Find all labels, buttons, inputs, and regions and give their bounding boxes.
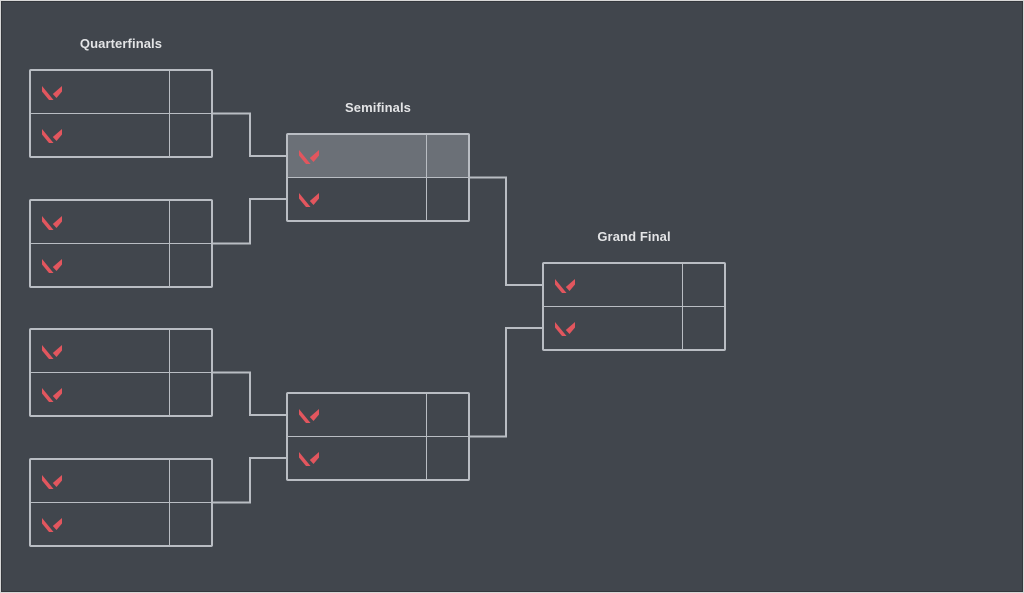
score-cell	[169, 503, 211, 545]
bracket-connector-line	[470, 176, 542, 286]
quarterfinals-match-1[interactable]	[29, 69, 213, 158]
quarterfinals-match-2[interactable]	[29, 199, 213, 288]
team-cell	[31, 71, 169, 113]
team-slot[interactable]	[288, 178, 468, 220]
semifinals-match-2[interactable]	[286, 392, 470, 481]
team-slot[interactable]	[31, 373, 211, 415]
team-slot[interactable]	[31, 503, 211, 545]
valorant-v-logo-icon	[299, 150, 319, 164]
valorant-v-logo-icon	[42, 388, 62, 402]
semifinals-title: Semifinals	[344, 100, 412, 115]
score-cell	[169, 330, 211, 372]
score-cell	[426, 135, 468, 177]
valorant-v-logo-icon	[42, 345, 62, 359]
team-slot[interactable]	[31, 244, 211, 286]
team-cell	[31, 330, 169, 372]
team-slot[interactable]	[288, 394, 468, 437]
team-cell	[288, 135, 426, 177]
team-slot[interactable]	[31, 460, 211, 503]
grand-final-title: Grand Final	[597, 229, 671, 244]
grand-final-match-1[interactable]	[542, 262, 726, 351]
team-cell	[288, 437, 426, 479]
score-cell	[682, 264, 724, 306]
team-slot[interactable]	[31, 114, 211, 156]
team-cell	[31, 114, 169, 156]
team-cell	[31, 460, 169, 502]
score-cell	[169, 114, 211, 156]
valorant-v-logo-icon	[42, 216, 62, 230]
valorant-v-logo-icon	[42, 259, 62, 273]
semifinals-match-1[interactable]	[286, 133, 470, 222]
bracket-connector-line	[470, 327, 542, 438]
team-slot[interactable]	[544, 307, 724, 349]
team-cell	[31, 244, 169, 286]
valorant-v-logo-icon	[42, 475, 62, 489]
team-cell	[544, 264, 682, 306]
bracket-connector-line	[213, 112, 286, 157]
quarterfinals-match-3[interactable]	[29, 328, 213, 417]
quarterfinals-title: Quarterfinals	[79, 36, 163, 51]
score-cell	[682, 307, 724, 349]
team-slot[interactable]	[544, 264, 724, 307]
valorant-v-logo-icon	[42, 86, 62, 100]
team-cell	[31, 503, 169, 545]
team-cell	[288, 178, 426, 220]
score-cell	[426, 178, 468, 220]
score-cell	[426, 437, 468, 479]
score-cell	[169, 460, 211, 502]
bracket-connector-line	[213, 371, 286, 416]
team-slot[interactable]	[288, 135, 468, 178]
team-cell	[544, 307, 682, 349]
team-slot[interactable]	[31, 71, 211, 114]
bracket-connector-line	[213, 198, 286, 245]
team-cell	[31, 201, 169, 243]
score-cell	[169, 373, 211, 415]
score-cell	[169, 71, 211, 113]
score-cell	[426, 394, 468, 436]
valorant-v-logo-icon	[299, 452, 319, 466]
bracket-connector-line	[213, 457, 286, 504]
valorant-v-logo-icon	[42, 129, 62, 143]
team-slot[interactable]	[288, 437, 468, 479]
score-cell	[169, 244, 211, 286]
team-cell	[288, 394, 426, 436]
valorant-v-logo-icon	[299, 409, 319, 423]
team-slot[interactable]	[31, 330, 211, 373]
valorant-v-logo-icon	[555, 322, 575, 336]
team-slot[interactable]	[31, 201, 211, 244]
valorant-v-logo-icon	[42, 518, 62, 532]
valorant-v-logo-icon	[555, 279, 575, 293]
valorant-v-logo-icon	[299, 193, 319, 207]
quarterfinals-match-4[interactable]	[29, 458, 213, 547]
score-cell	[169, 201, 211, 243]
team-cell	[31, 373, 169, 415]
